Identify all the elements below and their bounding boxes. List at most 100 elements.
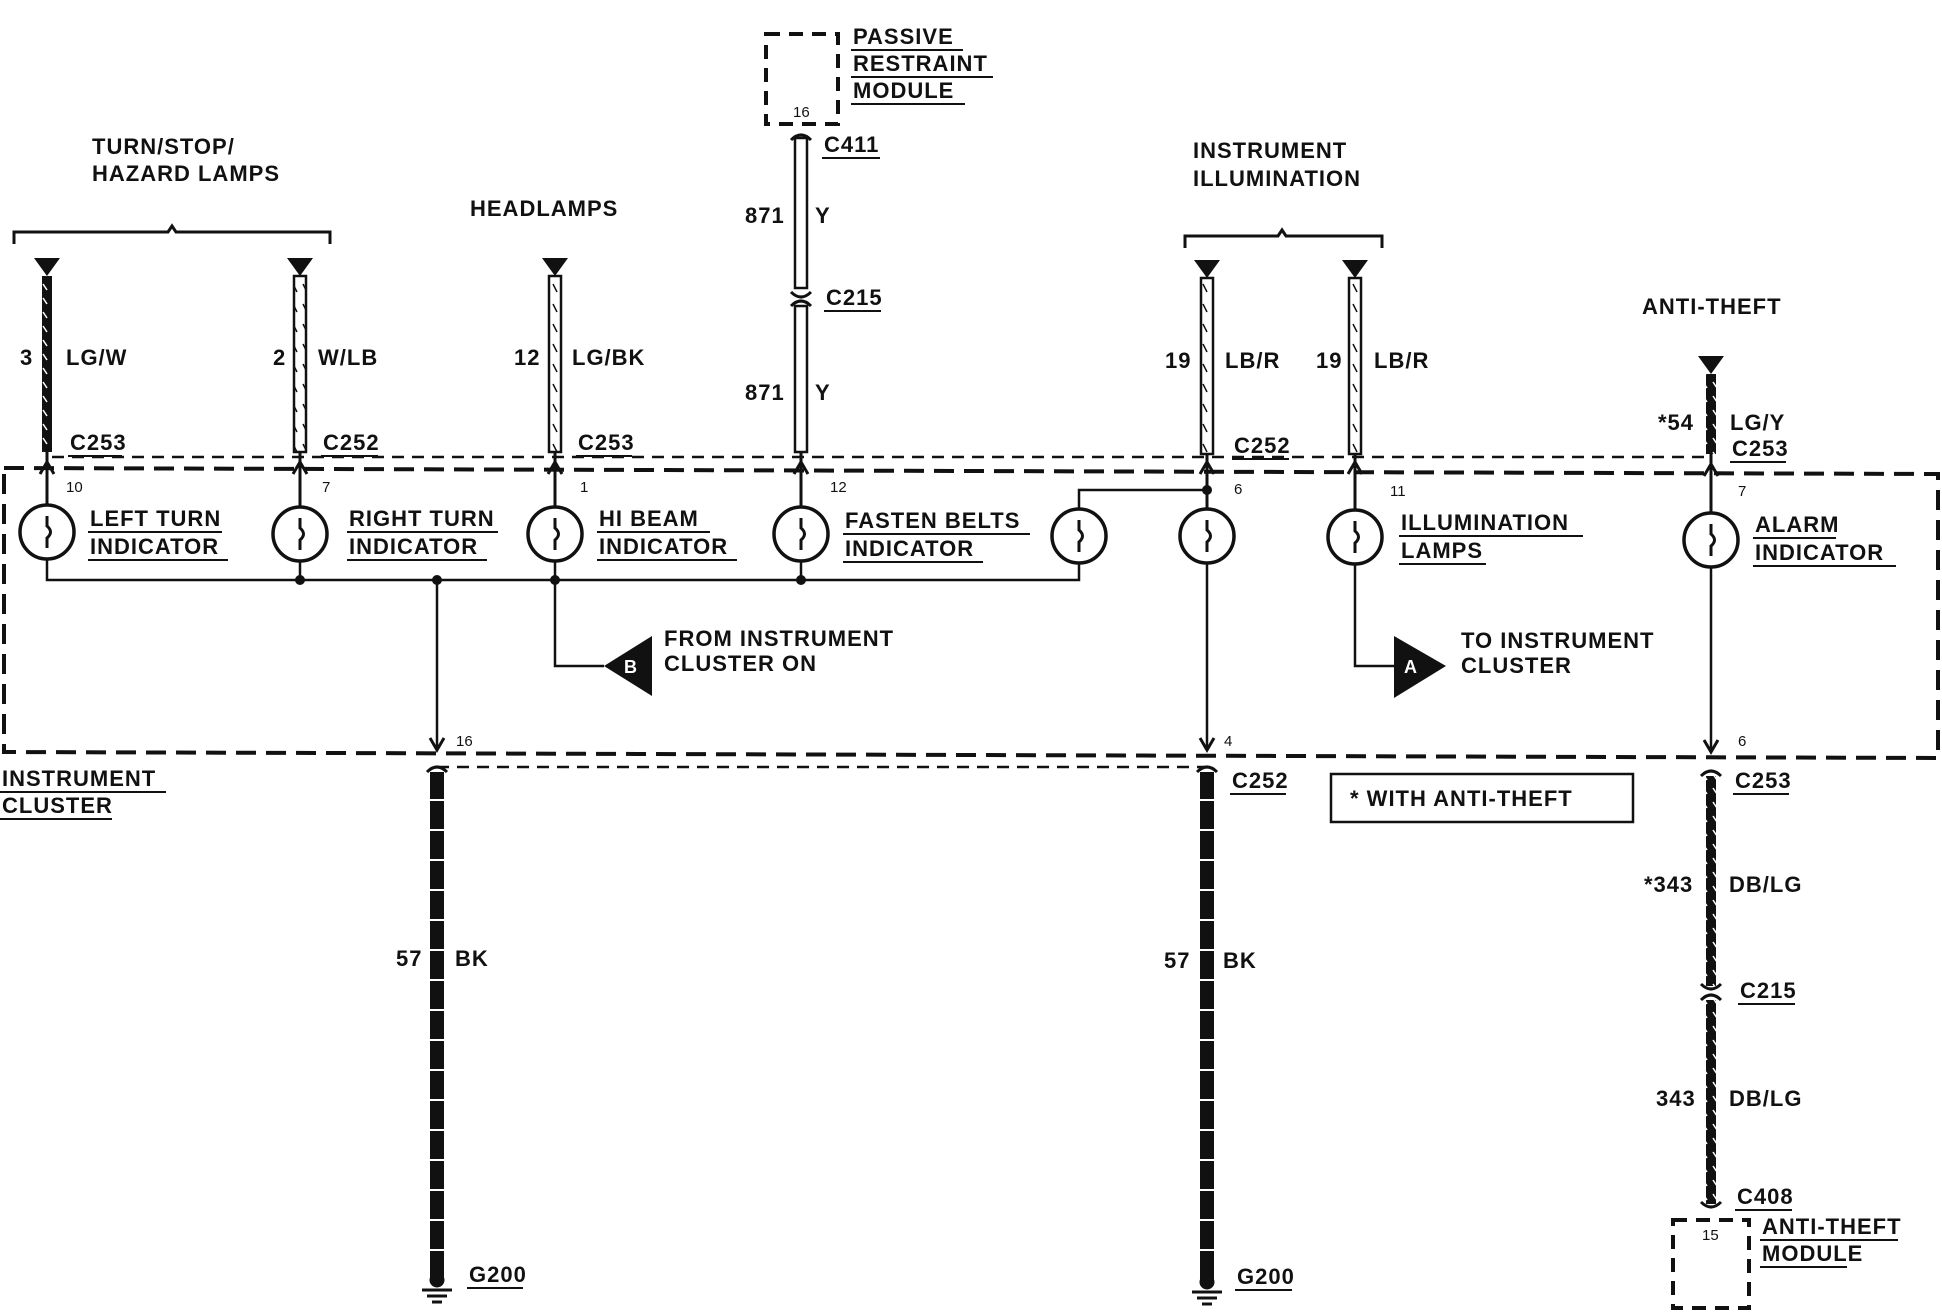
bulb-hi-beam <box>526 505 584 563</box>
wire-alarm-out-2-circuit: 343 <box>1656 1086 1696 1111</box>
connector-c215-top: C215 <box>826 285 883 310</box>
connector-c411: C411 <box>824 132 879 157</box>
wire-illum-b <box>1347 276 1363 456</box>
bulb-fasten-belts-2 <box>1050 507 1108 565</box>
headlamps-label: HEADLAMPS <box>470 196 618 221</box>
bulb-right-turn <box>271 505 329 563</box>
source-arrow-left-turn <box>34 258 60 276</box>
wire-left-turn-color: LG/W <box>66 345 127 370</box>
wire-ground-left-circuit: 57 <box>396 946 422 971</box>
pin-illum-b: 11 <box>1390 483 1406 500</box>
wire-alarm-in-color: LG/Y <box>1730 410 1785 435</box>
anti-theft-module-label-2: MODULE <box>1762 1241 1863 1266</box>
wire-alarm-out-2-color: DB/LG <box>1729 1086 1802 1111</box>
bulbs <box>18 503 1740 569</box>
bulb-illum-a <box>1178 507 1236 565</box>
passive-module-pin: 16 <box>793 104 810 121</box>
wire-belts-upper-color: Y <box>815 203 831 228</box>
indicator-fasten-belts-1: FASTEN BELTS <box>845 508 1020 533</box>
wire-ground-right-circuit: 57 <box>1164 948 1190 973</box>
wire-right-turn-circuit: 2 <box>273 345 286 370</box>
passive-restraint-label-2: RESTRAINT <box>853 51 988 76</box>
exit-arrows <box>428 737 1720 755</box>
pin-illum-a: 6 <box>1234 481 1242 498</box>
pin-right-turn: 7 <box>322 479 330 496</box>
ground-symbol-right <box>1192 1274 1222 1306</box>
wire-fasten-belts-lower <box>793 304 809 454</box>
bulb-filaments <box>45 516 1716 556</box>
wire-alarm-out-2 <box>1706 1000 1716 1204</box>
bulb-fasten-belts <box>772 505 830 563</box>
source-arrow-illum-a <box>1194 260 1220 278</box>
pin-ground-right: 4 <box>1224 733 1232 750</box>
badge-a: A <box>1404 657 1417 677</box>
junction-dots <box>295 485 1212 585</box>
pin-fasten-belts: 12 <box>830 479 847 496</box>
wire-right-turn <box>292 274 308 454</box>
indicator-hi-beam-2: INDICATOR <box>599 534 728 559</box>
wire-ground-right <box>1200 772 1214 1282</box>
internal-wiring <box>45 488 1713 752</box>
wire-alarm-in-circuit: *54 <box>1658 410 1694 435</box>
wire-alarm-out-1 <box>1706 776 1716 986</box>
c215-top-arc-upper <box>789 290 813 299</box>
indicator-right-turn-1: RIGHT TURN <box>349 506 495 531</box>
wire-ground-left <box>430 772 444 1282</box>
source-arrow-right-turn <box>287 258 313 276</box>
ground-g200-left: G200 <box>469 1262 527 1287</box>
connector-c253-head: C253 <box>578 430 635 455</box>
c215-bottom-arcs <box>1699 982 1723 1209</box>
wire-left-turn <box>42 276 52 452</box>
wire-fasten-belts-upper <box>793 136 809 290</box>
indicator-hi-beam-1: HI BEAM <box>599 506 699 531</box>
badge-a-triangle <box>1394 636 1446 698</box>
connector-c253-bottom: C253 <box>1735 768 1792 793</box>
pin-hi-beam: 1 <box>580 479 588 496</box>
instrument-cluster-label-2: CLUSTER <box>2 793 113 818</box>
wire-alarm-in <box>1706 374 1716 454</box>
indicator-alarm-2: INDICATOR <box>1755 540 1884 565</box>
badge-b: B <box>624 657 637 677</box>
passive-restraint-label-1: PASSIVE <box>853 24 954 49</box>
turn-stop-hazard-label-1: TURN/STOP/ <box>92 134 235 159</box>
from-instrument-cluster-on-1: FROM INSTRUMENT <box>664 626 894 651</box>
wire-illum-a <box>1199 276 1215 456</box>
wire-belts-lower-color: Y <box>815 380 831 405</box>
wire-right-turn-color: W/LB <box>318 345 378 370</box>
to-instrument-cluster-2: CLUSTER <box>1461 653 1572 678</box>
pin-ground-left: 16 <box>456 733 473 750</box>
from-instrument-cluster-on-2: CLUSTER ON <box>664 651 817 676</box>
wire-hi-beam-circuit: 12 <box>514 345 540 370</box>
wire-illum-a-circuit: 19 <box>1165 348 1191 373</box>
illumination-group-brace <box>1183 227 1384 248</box>
bulb-alarm <box>1682 511 1740 569</box>
turn-stop-hazard-label-2: HAZARD LAMPS <box>92 161 280 186</box>
indicator-left-turn-1: LEFT TURN <box>90 506 221 531</box>
connector-c253-alarm: C253 <box>1732 436 1789 461</box>
pin-left-turn: 10 <box>66 479 83 496</box>
anti-theft-module-label-1: ANTI-THEFT <box>1762 1214 1902 1239</box>
source-arrow-anti-theft <box>1698 356 1724 374</box>
connector-c253-left: C253 <box>70 430 127 455</box>
anti-theft-module-box <box>1671 1218 1751 1310</box>
indicator-illumination-1: ILLUMINATION <box>1401 510 1569 535</box>
indicator-illumination-2: LAMPS <box>1401 538 1483 563</box>
ground-symbol-left <box>422 1272 452 1304</box>
wire-ground-left-color: BK <box>455 946 489 971</box>
c411-connector-arc <box>789 133 813 142</box>
ground-wire-dashes <box>430 799 1214 1251</box>
ground-g200-right: G200 <box>1237 1264 1295 1289</box>
instrument-cluster-label-1: INSTRUMENT <box>2 766 156 791</box>
anti-theft-label: ANTI-THEFT <box>1642 294 1782 319</box>
instrument-illumination-label-2: ILLUMINATION <box>1193 166 1361 191</box>
wire-alarm-out-1-color: DB/LG <box>1729 872 1802 897</box>
pin-alarm-out: 6 <box>1738 733 1746 750</box>
wire-belts-upper-circuit: 871 <box>745 203 785 228</box>
indicator-fasten-belts-2: INDICATOR <box>845 536 974 561</box>
wire-illum-b-color: LB/R <box>1374 348 1429 373</box>
wire-ground-right-color: BK <box>1223 948 1257 973</box>
instrument-cluster-box <box>1 465 1940 761</box>
connector-c215-bottom: C215 <box>1740 978 1797 1003</box>
instrument-illumination-label-1: INSTRUMENT <box>1193 138 1347 163</box>
